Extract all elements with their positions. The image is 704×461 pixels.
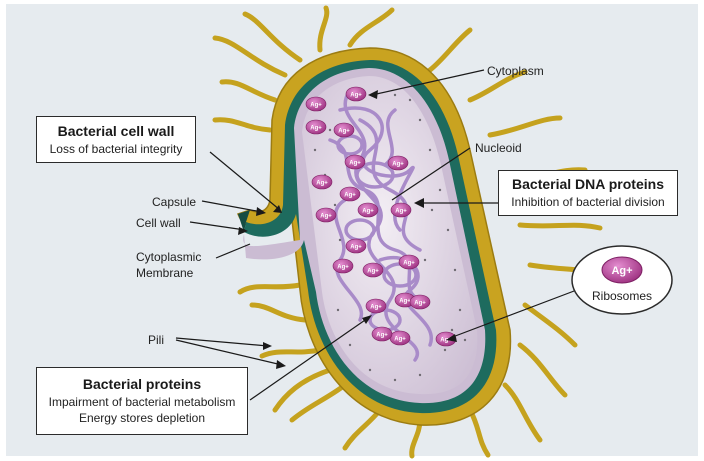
proteins-callout: Bacterial proteins Impairment of bacteri…: [36, 367, 248, 435]
proteins-callout-effect-1: Impairment of bacterial metabolism: [37, 394, 247, 410]
cytoplasmic-membrane-label-line1: Cytoplasmic: [136, 249, 201, 265]
proteins-callout-title: Bacterial proteins: [37, 374, 247, 394]
ag-particle-label: Ag+: [349, 161, 361, 167]
ag-particle-label: Ag+: [316, 181, 328, 187]
ag-particle-label: Ag+: [350, 93, 362, 99]
dna-callout-title: Bacterial DNA proteins: [499, 174, 677, 194]
dna-callout-effect: Inhibition of bacterial division: [499, 194, 677, 210]
pili-label: Pili: [148, 332, 164, 348]
cell-wall-callout-effect: Loss of bacterial integrity: [37, 141, 195, 157]
ag-particle-label: Ag+: [370, 305, 382, 311]
ag-particle-label: Ag+: [310, 103, 322, 109]
ribosomes-label: Ribosomes: [592, 289, 652, 303]
ag-particle-label: Ag+: [362, 209, 374, 215]
ag-particle-label: Ag+: [310, 126, 322, 132]
dna-callout: Bacterial DNA proteins Inhibition of bac…: [498, 170, 678, 216]
ag-particle-label: Ag+: [367, 269, 379, 275]
ag-particle-label: Ag+: [320, 214, 332, 220]
proteins-callout-effect-2: Energy stores depletion: [37, 410, 247, 426]
ag-particle-label: Ag+: [376, 333, 388, 339]
capsule-label: Capsule: [152, 194, 196, 210]
cell-wall-callout-title: Bacterial cell wall: [37, 121, 195, 141]
cytoplasmic-membrane-label-line2: Membrane: [136, 265, 193, 281]
ag-particle-label: Ag+: [337, 265, 349, 271]
cytoplasm-label: Cytoplasm: [487, 63, 544, 79]
ag-particle-label: Ag+: [344, 193, 356, 199]
ag-particle-label: Ag+: [395, 209, 407, 215]
ag-particle-label: Ag+: [338, 129, 350, 135]
ag-particle-label: Ag+: [399, 299, 411, 305]
ag-particle-label: Ag+: [394, 337, 406, 343]
ag-particle-label: Ag+: [403, 261, 415, 267]
cell-wall-label: Cell wall: [136, 215, 181, 231]
nucleoid-label: Nucleoid: [475, 140, 522, 156]
ag-particle-label: Ag+: [350, 245, 362, 251]
ag-particle-label: Ag+: [392, 162, 404, 168]
ag-particle-label: Ag+: [414, 301, 426, 307]
cell-wall-callout: Bacterial cell wall Loss of bacterial in…: [36, 116, 196, 163]
ribosomes-ag-badge-text: Ag+: [611, 265, 632, 277]
